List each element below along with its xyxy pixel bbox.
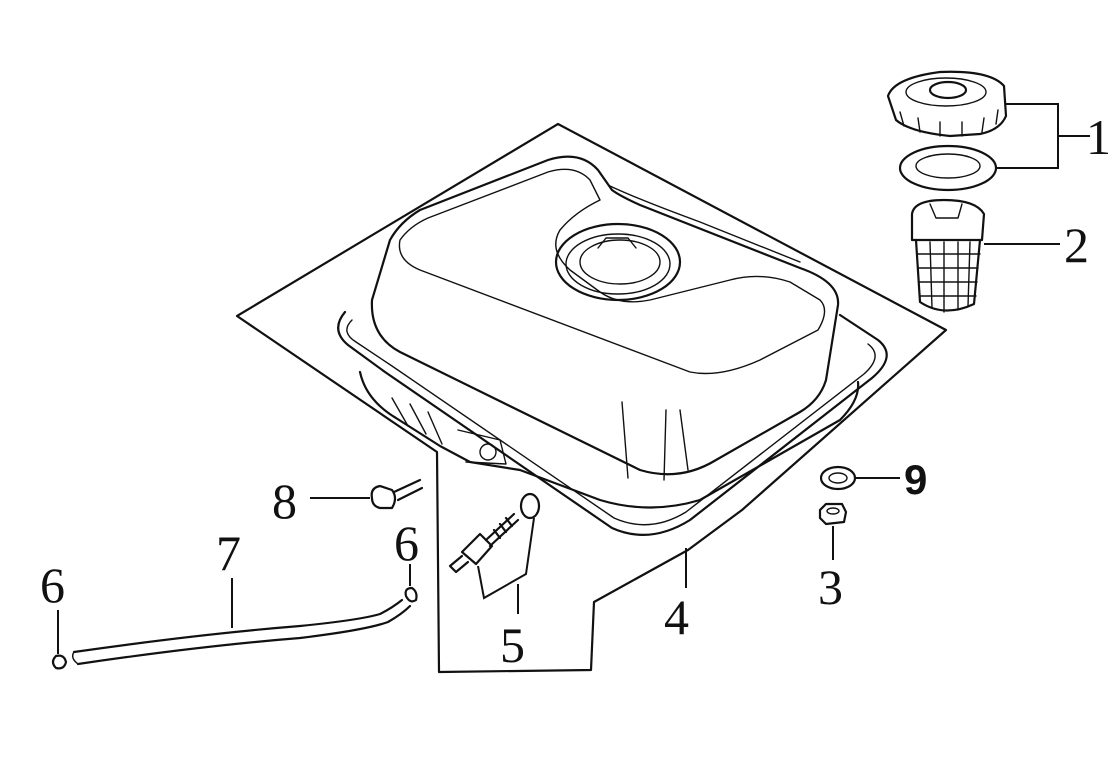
tank-top-ridge [609,185,801,263]
hose-clip-right [404,586,418,603]
valve-body [460,532,494,566]
fuel-tank [337,155,888,536]
fuel-hose [71,598,412,666]
tank-port-boss [457,429,507,465]
leader-1 [996,103,1090,169]
bolt-shank [392,478,424,502]
callout-4: 4 [664,589,689,645]
tank-front-ribs [621,401,689,481]
tank-shell [370,155,840,476]
gasket-outer [898,144,998,192]
tank-top-deck [398,168,826,375]
washer-outer [819,465,857,491]
tank-flange-outer [337,310,888,536]
nut-body [818,502,848,526]
fuel-cap-body [886,70,1008,138]
tank-flange-inner [346,319,876,526]
fuel-cap-gasket [898,144,998,192]
callout-5: 5 [500,617,525,673]
callout-7: 7 [216,525,241,581]
nut [818,502,848,526]
tank-lower-side [391,397,443,445]
hose-clip-left [51,654,68,670]
leader-5 [477,517,535,614]
tank-filler-notch [597,237,637,249]
clip-left-shape [51,654,68,670]
fuel-strainer [910,198,986,313]
strainer-rim [910,198,986,242]
fuel-cap-vent [928,80,968,100]
fuel-cap-grips [899,109,999,137]
tank-filler-neck-outer [554,222,682,302]
strainer-mesh-grid [917,241,981,313]
drain-bolt [370,478,424,510]
callout-8: 8 [272,473,297,529]
tank-filler-neck-mid [565,233,671,295]
nut-hole [826,507,840,515]
strainer-notch [929,203,963,219]
callout-2: 2 [1064,217,1089,273]
strainer-mesh-body [914,238,982,312]
callout-3: 3 [818,559,843,615]
hose-top-edge [72,598,404,654]
tank-filler-neck-inner [579,239,661,285]
tank-lower-body [358,370,860,509]
callout-9: 9 [904,456,927,503]
callout-6-left: 6 [40,557,65,613]
callout-1: 1 [1086,109,1111,165]
tank-valve-port [479,443,497,461]
assembly-boundary [235,122,948,674]
valve-outlet [448,554,470,574]
valve-thread [484,512,520,548]
bolt-head [370,484,397,510]
fuel-cap-top [905,77,987,107]
hose-end [71,651,79,665]
fuel-cap [886,70,1008,138]
washer [819,465,857,491]
washer-inner [828,472,848,484]
hose-bottom-edge [76,604,412,666]
callout-6-right: 6 [394,515,419,571]
fuel-valve [448,492,541,574]
clip-right-shape [404,586,418,603]
callout-leaders [57,103,1090,654]
valve-seal-washer [519,492,541,520]
gasket-inner [915,153,981,179]
